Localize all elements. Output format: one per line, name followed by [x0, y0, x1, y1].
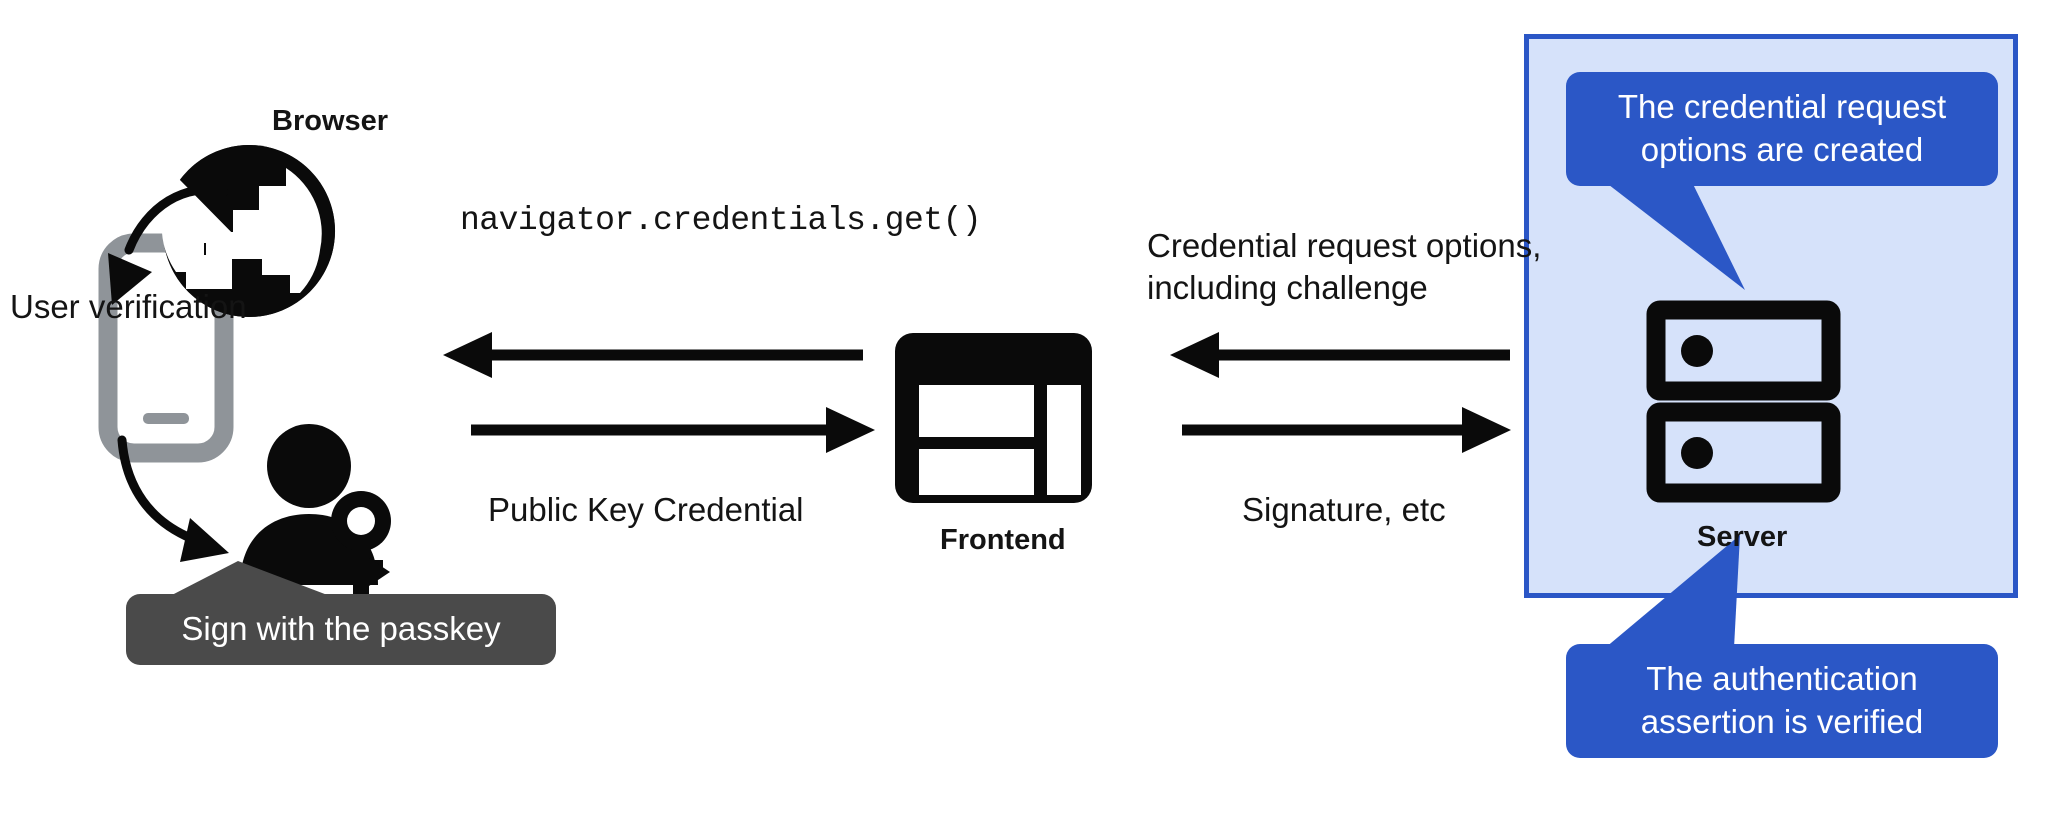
callout-tail-top: [1600, 178, 1745, 290]
signature-etc-label: Signature, etc: [1242, 491, 1446, 528]
callout-authentication-assertion: The authentication assertion is verified: [1566, 644, 1998, 758]
arrow-frontend-to-browser: [443, 332, 863, 378]
credential-request-options-label: Credential request options, including ch…: [1147, 227, 1542, 307]
phone-to-user-arrow: [117, 435, 229, 562]
browser-label: Browser: [272, 105, 389, 137]
server-rack-icon: [1646, 300, 1841, 503]
arrow-frontend-to-server: [1182, 407, 1511, 453]
web-layout-icon: [895, 333, 1092, 503]
user-with-key-icon: [240, 424, 391, 594]
browser-to-phone-arrow: [108, 185, 229, 305]
callout-credential-request-options: The credential request options are creat…: [1566, 72, 1998, 186]
server-label: Server: [1697, 521, 1788, 553]
arrow-browser-to-frontend: [471, 407, 875, 453]
public-key-credential-label: Public Key Credential: [488, 491, 804, 528]
arrow-server-to-frontend: [1170, 332, 1510, 378]
callout-tail-bottom: [1605, 535, 1740, 648]
tooltip-sign-with-passkey: Sign with the passkey: [126, 594, 556, 665]
user-verification-label: User verification: [10, 288, 247, 325]
frontend-label: Frontend: [940, 524, 1066, 556]
navigator-credentials-get-label: navigator.credentials.get(): [460, 202, 982, 239]
